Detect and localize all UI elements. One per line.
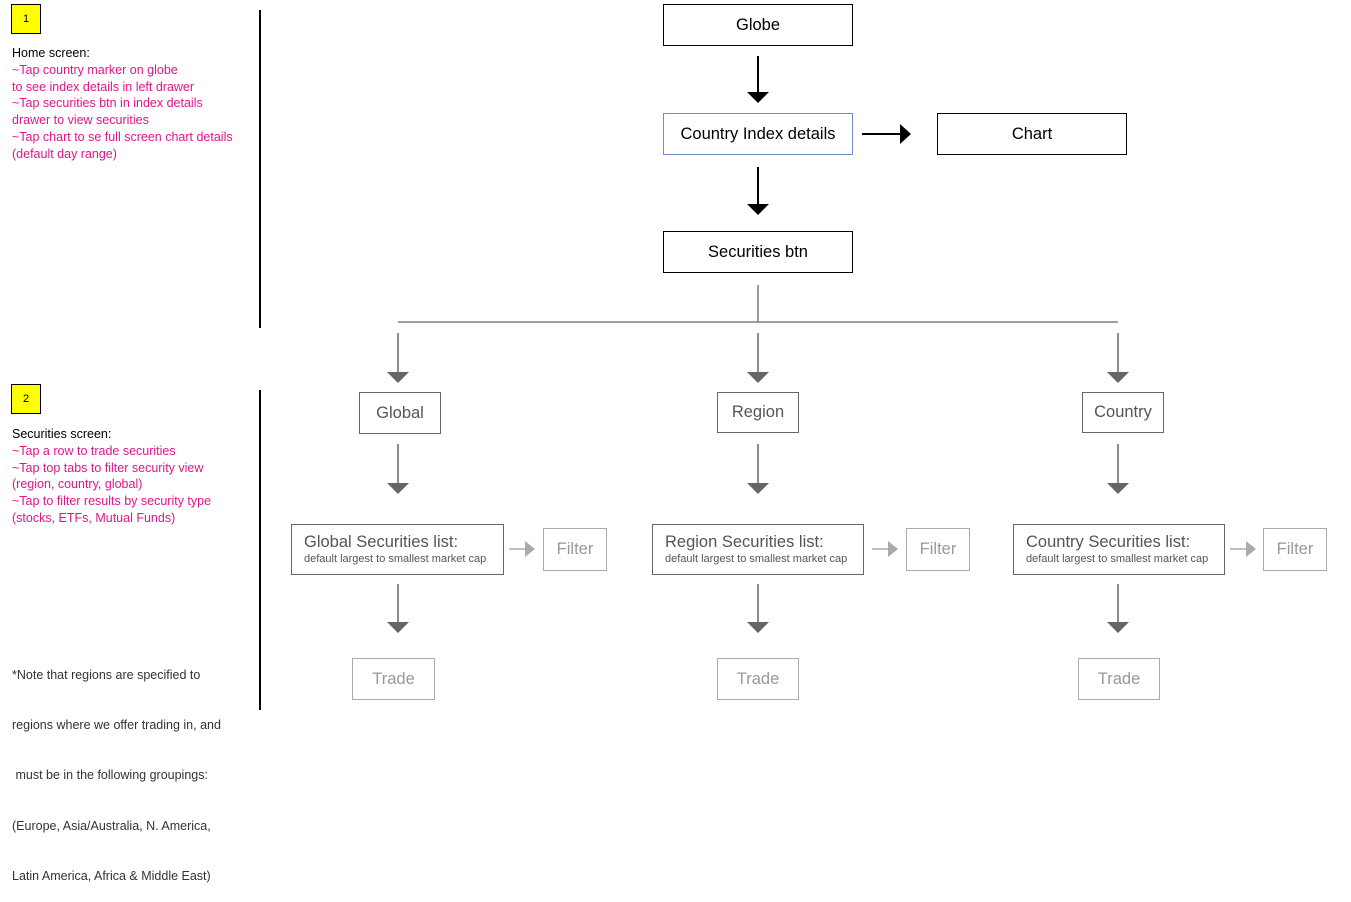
chart-node[interactable]: Chart [937, 113, 1127, 155]
global-filter-button[interactable]: Filter [543, 528, 607, 571]
global-trade-button[interactable]: Trade [352, 658, 435, 700]
country-securities-list[interactable]: Country Securities list: default largest… [1013, 524, 1225, 575]
footnote-line: (Europe, Asia/Australia, N. America, [12, 818, 211, 833]
step-1-badge: 1 [11, 4, 41, 34]
footnote-line: *Note that regions are specified to [12, 667, 201, 682]
arrowhead-region-to-filter [888, 541, 898, 557]
securities-note-line: ~Tap a row to trade securities [12, 443, 176, 458]
home-screen-title: Home screen: [12, 46, 90, 60]
home-note-line: ~Tap securities btn in index details [12, 96, 203, 111]
arrowhead-globe-to-index [747, 92, 769, 103]
country-filter-button[interactable]: Filter [1263, 528, 1327, 571]
global-securities-list[interactable]: Global Securities list: default largest … [291, 524, 504, 575]
globe-node[interactable]: Globe [663, 4, 853, 46]
footnote-line: Latin America, Africa & Middle East) [12, 869, 211, 884]
arrowhead-index-to-securities [747, 204, 769, 215]
country-trade-button[interactable]: Trade [1078, 658, 1160, 700]
arrowhead-to-country [1107, 372, 1129, 383]
arrowhead-country-to-list [1107, 483, 1129, 494]
region-securities-list[interactable]: Region Securities list: default largest … [652, 524, 864, 575]
list-subtitle: default largest to smallest market cap [665, 553, 848, 565]
home-note-line: drawer to view securities [12, 113, 149, 128]
list-title: Country Securities list: [1026, 533, 1191, 551]
securities-btn-node[interactable]: Securities btn [663, 231, 853, 273]
region-trade-button[interactable]: Trade [717, 658, 799, 700]
securities-note-line: ~Tap top tabs to filter security view [12, 460, 204, 475]
arrowhead-index-to-chart [900, 124, 911, 144]
list-subtitle: default largest to smallest market cap [304, 553, 487, 565]
arrowhead-global-to-trade [387, 622, 409, 633]
tab-global[interactable]: Global [359, 392, 441, 434]
home-note-line: (default day range) [12, 146, 117, 161]
arrowhead-country-to-trade [1107, 622, 1129, 633]
tab-country[interactable]: Country [1082, 392, 1164, 433]
securities-note-line: (region, country, global) [12, 477, 143, 492]
section-1-divider [259, 10, 261, 328]
tab-region[interactable]: Region [717, 392, 799, 433]
region-filter-button[interactable]: Filter [906, 528, 970, 571]
arrowhead-region-to-trade [747, 622, 769, 633]
securities-note-line: (stocks, ETFs, Mutual Funds) [12, 510, 176, 525]
arrowhead-country-to-filter [1246, 541, 1256, 557]
arrowhead-to-global [387, 372, 409, 383]
arrowhead-region-to-list [747, 483, 769, 494]
arrowhead-to-region [747, 372, 769, 383]
step-2-badge: 2 [11, 384, 41, 414]
flow-connectors [387, 56, 1256, 633]
section-2-divider [259, 390, 261, 710]
home-screen-note: Home screen: ~Tap country marker on glob… [12, 45, 257, 163]
footnote-line: regions where we offer trading in, and [12, 717, 221, 732]
list-title: Global Securities list: [304, 533, 459, 551]
footnote-line: must be in the following groupings: [12, 768, 208, 783]
securities-screen-note: Securities screen: ~Tap a row to trade s… [12, 426, 257, 527]
home-note-line: ~Tap country marker on globe [12, 62, 178, 77]
home-note-line: to see index details in left drawer [12, 79, 195, 94]
country-index-details-node[interactable]: Country Index details [663, 113, 853, 155]
arrowhead-global-to-list [387, 483, 409, 494]
list-subtitle: default largest to smallest market cap [1026, 553, 1209, 565]
securities-note-line: ~Tap to filter results by security type [12, 494, 212, 509]
home-note-line: ~Tap chart to se full screen chart detai… [12, 129, 233, 144]
arrowhead-global-to-filter [525, 541, 535, 557]
list-title: Region Securities list: [665, 533, 824, 551]
securities-screen-title: Securities screen: [12, 427, 112, 441]
